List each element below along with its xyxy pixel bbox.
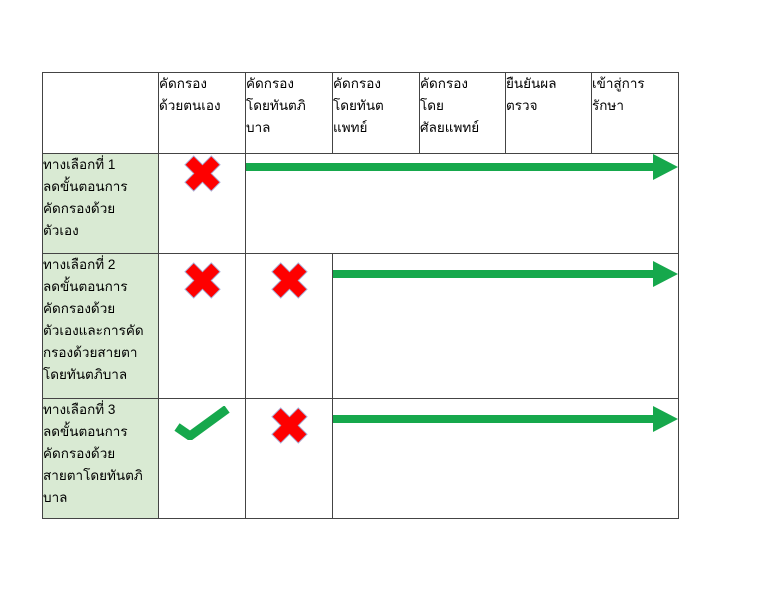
red-cross-icon (270, 407, 308, 444)
column-header-enter-treatment: เข้าสู่การ รักษา (591, 72, 679, 154)
green-arrow-icon (246, 154, 678, 180)
arrow-shaft (246, 163, 653, 171)
screening-options-table: คัดกรอง ด้วยตนเอง คัดกรอง โดยทันตภิ บาล … (42, 72, 679, 519)
row-label-option-1: ทางเลือกที่ 1 ลดขั้นตอนการ คัดกรองด้วย ต… (42, 153, 159, 254)
column-header-confirm-test-result: ยืนยันผล ตรวจ (505, 72, 592, 154)
column-header-self-screening: คัดกรอง ด้วยตนเอง (158, 72, 246, 154)
green-check-icon (174, 405, 230, 442)
green-arrow-icon (333, 261, 678, 287)
arrow-head (653, 154, 678, 180)
cell-option2-self-screening (158, 253, 246, 399)
red-cross-icon (270, 262, 308, 299)
cell-option3-flow (332, 398, 679, 519)
table-row-option-1: ทางเลือกที่ 1 ลดขั้นตอนการ คัดกรองด้วย ต… (42, 153, 679, 254)
table-row-option-3: ทางเลือกที่ 3 ลดขั้นตอนการ คัดกรองด้วย ส… (42, 398, 679, 519)
red-cross-icon (183, 155, 221, 192)
cell-option3-dental-nurse-screening (245, 398, 333, 519)
column-header-screening-by-dental-nurse: คัดกรอง โดยทันตภิ บาล (245, 72, 333, 154)
green-arrow-icon (333, 406, 678, 432)
cell-option1-flow (245, 153, 679, 254)
cell-option1-self-screening (158, 153, 246, 254)
cell-option2-dental-nurse-screening (245, 253, 333, 399)
arrow-head (653, 261, 678, 287)
table-row-option-2: ทางเลือกที่ 2 ลดขั้นตอนการ คัดกรองด้วย ต… (42, 253, 679, 399)
red-cross-icon (183, 262, 221, 299)
cell-option3-self-screening (158, 398, 246, 519)
arrow-head (653, 406, 678, 432)
row-label-option-2: ทางเลือกที่ 2 ลดขั้นตอนการ คัดกรองด้วย ต… (42, 253, 159, 399)
column-header-screening-by-surgeon: คัดกรอง โดย ศัลยแพทย์ (419, 72, 506, 154)
arrow-shaft (333, 270, 653, 278)
cell-option2-flow (332, 253, 679, 399)
corner-empty-cell (42, 72, 159, 154)
column-header-screening-by-dentist: คัดกรอง โดยทันต แพทย์ (332, 72, 420, 154)
arrow-shaft (333, 415, 653, 423)
header-row: คัดกรอง ด้วยตนเอง คัดกรอง โดยทันตภิ บาล … (42, 72, 679, 154)
row-label-option-3: ทางเลือกที่ 3 ลดขั้นตอนการ คัดกรองด้วย ส… (42, 398, 159, 519)
